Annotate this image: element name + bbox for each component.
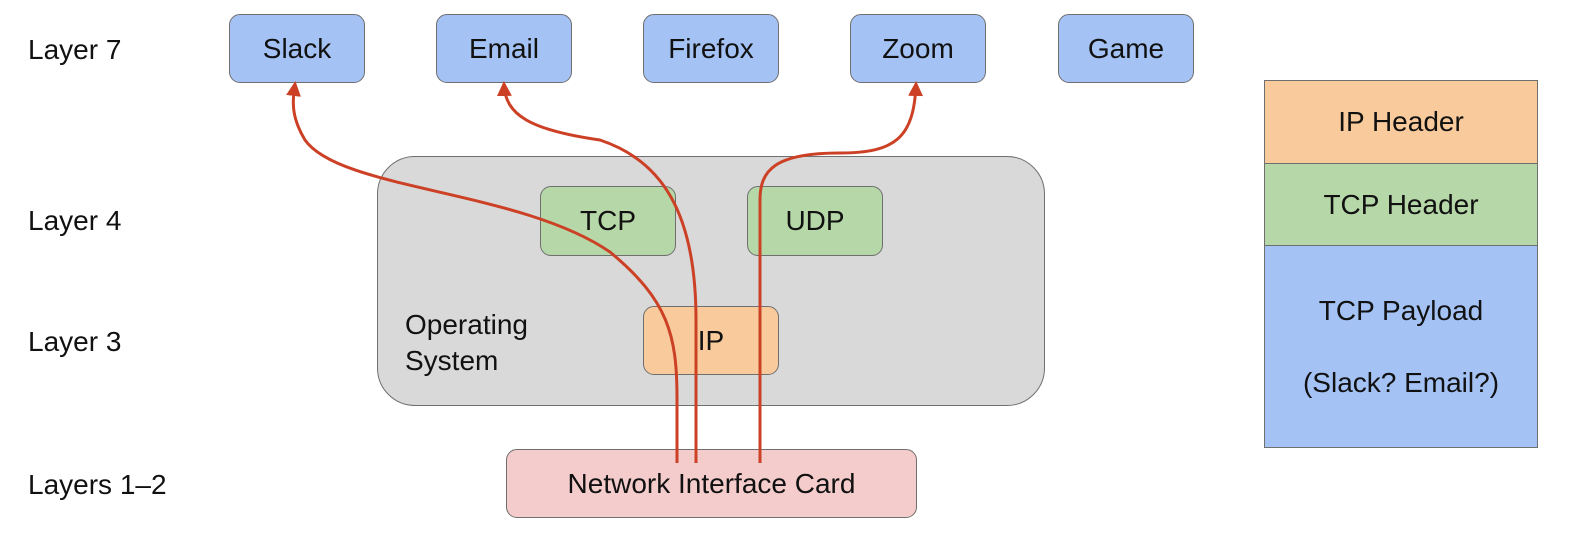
layer-7-label: Layer 7: [28, 34, 122, 65]
app-game: Game: [1058, 14, 1194, 83]
operating-system-label: Operating System: [405, 309, 528, 376]
tcp-payload-title: TCP Payload: [1318, 294, 1484, 326]
tcp-box: TCP: [540, 186, 676, 256]
app-email: Email: [436, 14, 572, 83]
app-firefox: Firefox: [643, 14, 779, 83]
layer-3-label: Layer 3: [28, 326, 122, 357]
ip-header-segment: IP Header: [1265, 81, 1537, 164]
ip-box: IP: [643, 306, 779, 375]
app-zoom: Zoom: [850, 14, 986, 83]
layer-4-label: Layer 4: [28, 205, 122, 236]
tcp-payload-segment: TCP Payload (Slack? Email?): [1265, 246, 1537, 447]
packet-structure: IP Header TCP Header TCP Payload (Slack?…: [1264, 80, 1538, 448]
layers-1-2-label: Layers 1–2: [28, 469, 167, 500]
tcp-payload-note: (Slack? Email?): [1302, 366, 1500, 398]
app-slack: Slack: [229, 14, 365, 83]
network-interface-card-box: Network Interface Card: [506, 449, 917, 518]
tcp-header-segment: TCP Header: [1265, 164, 1537, 246]
udp-box: UDP: [747, 186, 883, 256]
